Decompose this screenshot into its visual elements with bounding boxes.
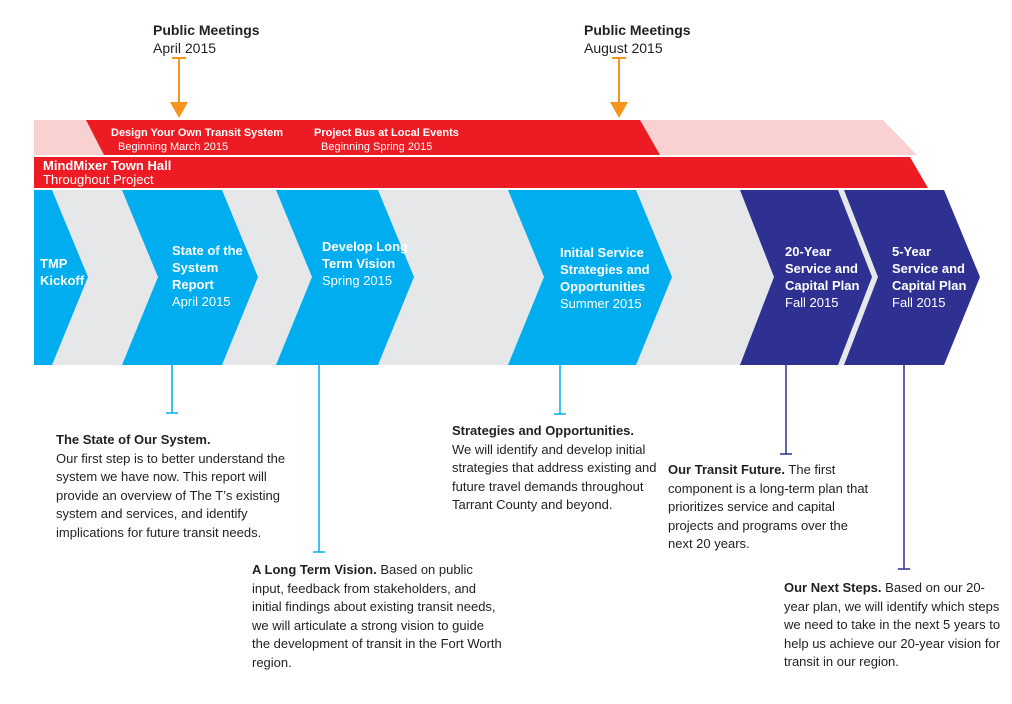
- milestone-long-term-vision: Develop Long Term Vision Spring 2015: [322, 238, 408, 289]
- description-20-year-plan: Our Transit Future. The first component …: [668, 461, 874, 554]
- outreach-banner: [86, 120, 660, 155]
- meeting-arrow-april: [170, 57, 188, 118]
- description-heading: Our Next Steps.: [784, 580, 882, 595]
- description-body: Based on our 20-year plan, we will ident…: [784, 580, 1001, 669]
- milestone-20-year-plan: 20-Year Service and Capital Plan Fall 20…: [785, 243, 865, 311]
- description-body: We will identify and develop initial str…: [452, 441, 657, 513]
- milestone-state-of-system: State of the System Report April 2015: [172, 242, 256, 310]
- description-body: The first component is a long-term plan …: [668, 462, 869, 551]
- description-long-term-vision: A Long Term Vision. Based on public inpu…: [252, 561, 504, 672]
- outreach-design-transit: Design Your Own Transit System Beginning…: [111, 126, 283, 154]
- milestone-title: 5-Year Service and Capital Plan: [892, 244, 967, 293]
- milestone-date: Spring 2015: [322, 273, 393, 288]
- description-5-year-plan: Our Next Steps. Based on our 20-year pla…: [784, 579, 1006, 672]
- milestone-service-strategies: Initial Service Strategies and Opportuni…: [560, 244, 664, 312]
- description-body: Based on public input, feedback from sta…: [252, 562, 502, 670]
- chevron-state-of-system: [122, 190, 258, 365]
- mindmixer-bar: [34, 157, 928, 188]
- milestone-date: Fall 2015: [892, 295, 946, 310]
- mindmixer-date: Throughout Project: [43, 172, 154, 187]
- description-state-of-system: The State of Our System. Our first step …: [56, 431, 294, 542]
- outreach-title: Design Your Own Transit System: [111, 127, 283, 139]
- milestone-title: 20-Year Service and Capital Plan: [785, 244, 860, 293]
- description-body: Our first step is to better understand t…: [56, 450, 286, 540]
- milestone-date: April 2015: [172, 294, 231, 309]
- public-meeting-august: Public Meetings August 2015: [584, 21, 691, 57]
- milestone-title: Initial Service Strategies and Opportuni…: [560, 245, 650, 294]
- milestone-title: State of the System Report: [172, 243, 243, 292]
- public-meeting-title: Public Meetings: [153, 22, 260, 38]
- leader-state-of-system: [166, 365, 178, 414]
- chevron-service-strategies: [508, 190, 672, 365]
- mindmixer-title: MindMixer Town Hall: [43, 158, 172, 173]
- chevron-5-year-plan: [844, 190, 980, 365]
- mindmixer-label: MindMixer Town Hall Throughout Project: [43, 159, 171, 187]
- chevron-tmp-kickoff: [34, 190, 88, 365]
- leader-service-strategies: [554, 365, 566, 415]
- description-heading: Our Transit Future.: [668, 462, 786, 477]
- description-service-strategies: Strategies and Opportunities. We will id…: [452, 422, 662, 515]
- milestone-5-year-plan: 5-Year Service and Capital Plan Fall 201…: [892, 243, 974, 311]
- leader-5-year-plan: [898, 365, 910, 570]
- outreach-date: Beginning Spring 2015: [321, 141, 433, 153]
- description-heading: The State of Our System.: [56, 432, 211, 447]
- milestone-date: Summer 2015: [560, 296, 642, 311]
- public-meeting-april: Public Meetings April 2015: [153, 21, 260, 57]
- public-meeting-date: August 2015: [584, 40, 663, 56]
- leader-20-year-plan: [780, 365, 792, 455]
- milestone-title: Develop Long Term Vision: [322, 239, 408, 271]
- public-meeting-date: April 2015: [153, 40, 217, 56]
- description-heading: Strategies and Opportunities.: [452, 423, 635, 438]
- milestone-date: Fall 2015: [785, 295, 839, 310]
- leader-long-term-vision: [313, 365, 325, 553]
- public-meeting-title: Public Meetings: [584, 22, 691, 38]
- description-heading: A Long Term Vision.: [252, 562, 377, 577]
- chevron-long-term-vision: [276, 190, 414, 365]
- meeting-arrow-august: [610, 57, 628, 118]
- milestone-tmp-kickoff: TMP Kickoff: [40, 255, 90, 289]
- outreach-title: Project Bus at Local Events: [314, 127, 459, 139]
- milestone-title: TMP Kickoff: [40, 256, 85, 288]
- chevron-20-year-plan: [740, 190, 872, 365]
- outreach-project-bus: Project Bus at Local Events Beginning Sp…: [314, 126, 459, 154]
- outreach-date: Beginning March 2015: [118, 141, 229, 153]
